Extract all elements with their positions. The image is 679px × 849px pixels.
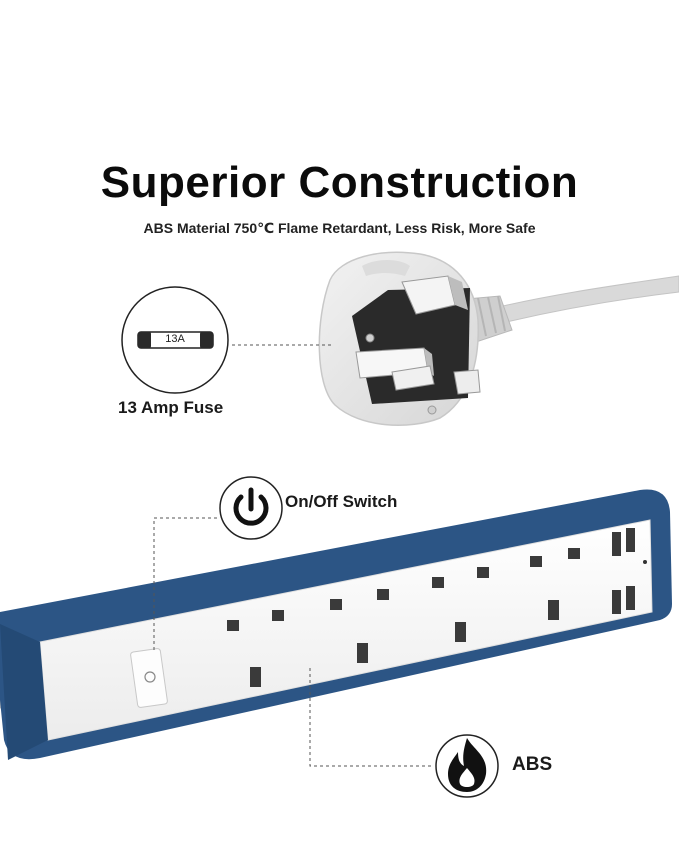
fuse-label: 13 Amp Fuse xyxy=(118,398,224,417)
fuse-icon xyxy=(121,286,229,394)
switch-connector-line xyxy=(153,517,220,650)
uk-plug xyxy=(318,251,679,426)
power-strip xyxy=(0,489,672,760)
material-label: ABS xyxy=(512,754,553,775)
flame-icon xyxy=(435,734,499,798)
switch-label: On/Off Switch xyxy=(285,492,398,511)
fuse-rating-text: 13A xyxy=(165,333,185,345)
page-subtitle: ABS Material 750℃ Flame Retardant, Less … xyxy=(143,220,536,236)
page-title: Superior Construction xyxy=(100,158,579,207)
abs-connector-line xyxy=(309,668,434,767)
power-icon xyxy=(219,476,283,540)
